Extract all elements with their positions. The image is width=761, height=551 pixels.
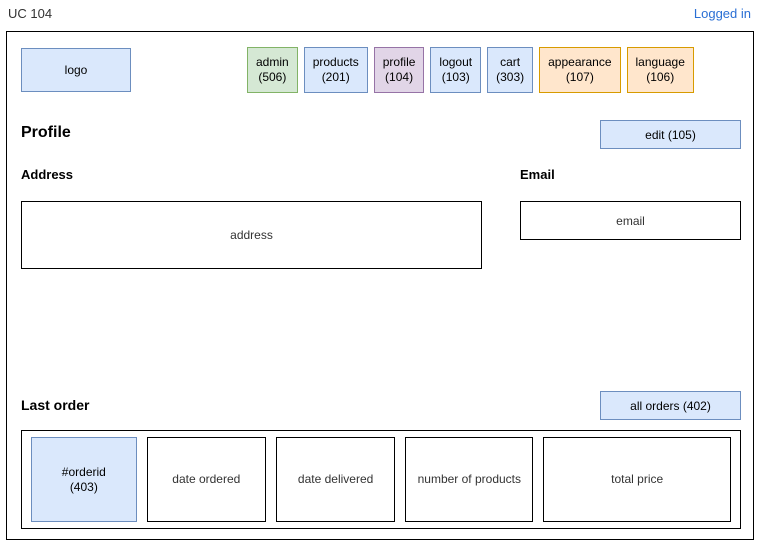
order-cell-orderid-code: (403) [69,479,98,494]
order-cell-number-of-products-label: number of products [417,472,521,486]
nav-item-products-code: (201) [321,70,350,84]
nav-item-cart-label: cart [500,55,521,69]
order-cell-number-of-products: number of products [405,437,534,522]
nav-item-cart[interactable]: cart (303) [487,47,534,93]
last-order-title: Last order [21,397,90,413]
order-cell-orderid-label: #orderid [61,464,106,479]
logged-in-link[interactable]: Logged in [693,6,751,21]
nav-item-cart-code: (303) [496,70,525,84]
nav-item-products-label: products [312,55,359,69]
nav-item-language[interactable]: language (106) [626,47,694,93]
edit-profile-button[interactable]: edit (105) [600,120,741,149]
nav-item-profile-code: (104) [385,70,414,84]
address-label: Address [21,167,74,182]
order-cell-total-price-label: total price [611,472,664,486]
main-navigation: admin (506) products (201) profile (104)… [247,47,694,93]
nav-item-logout-label: logout [439,55,473,69]
order-cell-date-ordered: date ordered [146,437,266,522]
profile-title: Profile [21,124,71,141]
order-cell-total-price: total price [543,437,731,522]
nav-item-admin-label: admin [256,55,289,69]
nav-item-appearance-label: appearance [548,55,612,69]
top-bar: UC 104 Logged in [0,0,761,29]
nav-item-language-code: (106) [646,70,675,84]
nav-item-admin[interactable]: admin (506) [247,47,298,93]
nav-item-admin-code: (506) [258,70,287,84]
order-cell-orderid[interactable]: #orderid (403) [31,437,137,522]
order-cell-date-delivered: date delivered [275,437,396,522]
nav-item-appearance-code: (107) [565,70,594,84]
email-label: Email [520,167,555,182]
nav-item-products[interactable]: products (201) [303,47,368,93]
all-orders-button[interactable]: all orders (402) [600,391,741,420]
order-cell-date-delivered-label: date delivered [297,472,374,486]
nav-item-language-label: language [635,55,685,69]
usecase-label: UC 104 [8,6,53,21]
order-cell-date-ordered-label: date ordered [172,472,241,486]
address-field[interactable]: address [21,201,482,269]
nav-item-appearance[interactable]: appearance (107) [539,47,621,93]
logo-box[interactable]: logo [21,48,131,92]
nav-item-logout[interactable]: logout (103) [430,47,482,93]
nav-item-logout-code: (103) [441,70,470,84]
last-order-row: #orderid (403) date ordered date deliver… [21,430,741,529]
nav-item-profile[interactable]: profile (104) [373,47,425,93]
nav-item-profile-label: profile [382,55,416,69]
email-field[interactable]: email [520,201,741,240]
